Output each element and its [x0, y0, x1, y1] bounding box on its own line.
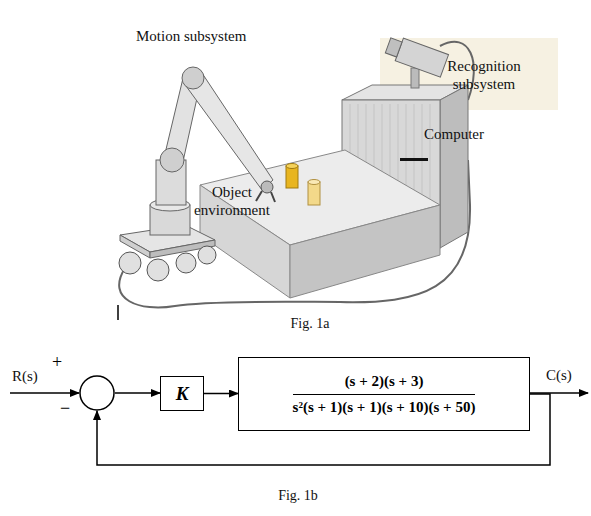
output-signal-line [530, 392, 588, 394]
sign-symbol: + [52, 353, 62, 371]
junction-circle [79, 375, 115, 411]
object-top [308, 180, 320, 185]
junction-outline [80, 376, 114, 410]
part-label: Computer [424, 125, 504, 143]
forearm [186, 70, 273, 190]
subsystem-label: Recognition subsystem [425, 57, 543, 93]
object-cylinder [286, 166, 298, 188]
camera-body [395, 38, 448, 77]
input-signal-line [10, 392, 79, 394]
wheel [119, 252, 141, 274]
fraction: (s + 2)(s + 3)s²(s + 1)(s + 1)(s + 10)(s… [293, 372, 476, 417]
wheel [176, 253, 196, 273]
transfer-function-block: (s + 2)(s + 3)s²(s + 1)(s + 1)(s + 10)(s… [238, 357, 530, 431]
part-label: Object environment [186, 183, 278, 219]
wheel [147, 259, 169, 281]
denominator: s²(s + 1)(s + 1)(s + 10)(s + 50) [293, 394, 476, 417]
block-text: K [176, 384, 189, 403]
wheel [198, 246, 216, 264]
disk-slot [400, 158, 428, 161]
object-cylinder [308, 182, 320, 205]
subsystem-label: Motion subsystem [136, 27, 286, 45]
object-top [286, 164, 298, 169]
gripper [256, 191, 275, 202]
elbow-joint [182, 67, 204, 89]
gain-block: K [160, 376, 204, 411]
signal-connector [115, 392, 160, 394]
table-front [290, 205, 440, 298]
figure-caption: Fig. 1b [263, 488, 333, 505]
shoulder-joint [160, 148, 184, 172]
numerator: (s + 2)(s + 3) [293, 372, 476, 394]
text-cursor-mark [117, 305, 119, 320]
signal-connector [97, 394, 550, 465]
camera-lens [385, 38, 402, 57]
camera-mount [411, 68, 419, 88]
signal-connector [204, 393, 238, 395]
signal-name: C(s) [546, 366, 591, 384]
sign-symbol: − [60, 399, 70, 417]
figure-caption: Fig. 1a [275, 316, 345, 333]
camera [384, 34, 449, 77]
summing-junction: +− [79, 375, 115, 411]
wrist-joint [261, 181, 273, 193]
computer-side [440, 85, 468, 248]
